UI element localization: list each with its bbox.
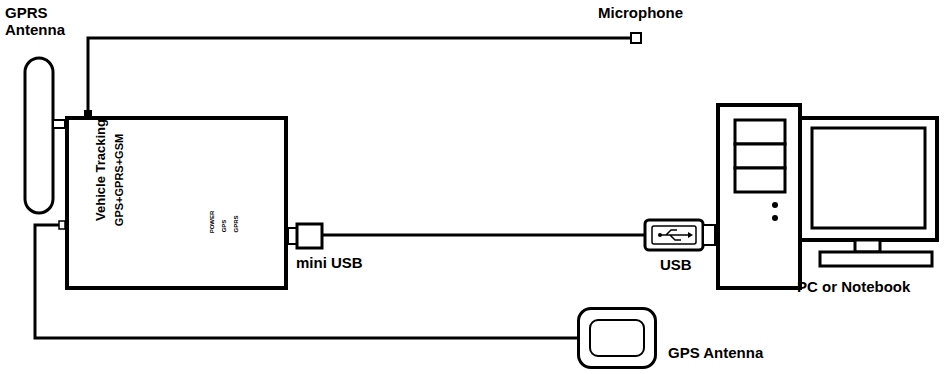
plug-inner (652, 226, 696, 244)
monitor-neck (855, 240, 880, 252)
led-label: GPS (221, 220, 228, 233)
part-label: mini USB (296, 254, 363, 271)
microphone: Microphone (630, 32, 642, 44)
node-subtitle: GPS+GPRS+GSM (113, 134, 126, 226)
monitor-base (820, 252, 932, 266)
tower-case (718, 105, 800, 288)
node-title: PC or Notebook (797, 278, 910, 295)
led-label: POWER (209, 211, 216, 234)
antenna-inner-outline (589, 319, 645, 357)
usb-symbol (688, 232, 693, 238)
plug-body (645, 220, 703, 250)
monitor-frame (800, 118, 937, 240)
node-title: Microphone (598, 4, 683, 21)
monitor-screen (812, 128, 925, 228)
plug-body (297, 224, 322, 248)
computer-drawing (715, 100, 940, 290)
gps-antenna: GPS Antenna (577, 307, 657, 369)
part-label: USB (660, 256, 692, 273)
computer: PC or Notebook (715, 100, 940, 290)
usb-symbol (658, 233, 662, 237)
cable (88, 38, 630, 116)
drive-bay (735, 168, 785, 192)
antenna-mount (53, 120, 65, 128)
node-title: Vehicle Tracking (94, 119, 109, 221)
tower-button (772, 215, 778, 221)
drive-bay (735, 120, 785, 144)
tower-button (772, 202, 778, 208)
mini-usb-plug (288, 224, 322, 248)
tracker-box: Vehicle Tracking GPS+GPRS+GSM (65, 116, 288, 290)
plug-tip (703, 225, 715, 245)
drive-bay (735, 144, 785, 168)
part-label: GPRS Antenna (5, 4, 85, 39)
usb-symbol (660, 230, 688, 240)
gprs-antenna (25, 58, 53, 213)
usb-plug (645, 220, 715, 250)
node-title: GPS Antenna (668, 344, 763, 361)
led-label: GPRS (233, 215, 240, 232)
